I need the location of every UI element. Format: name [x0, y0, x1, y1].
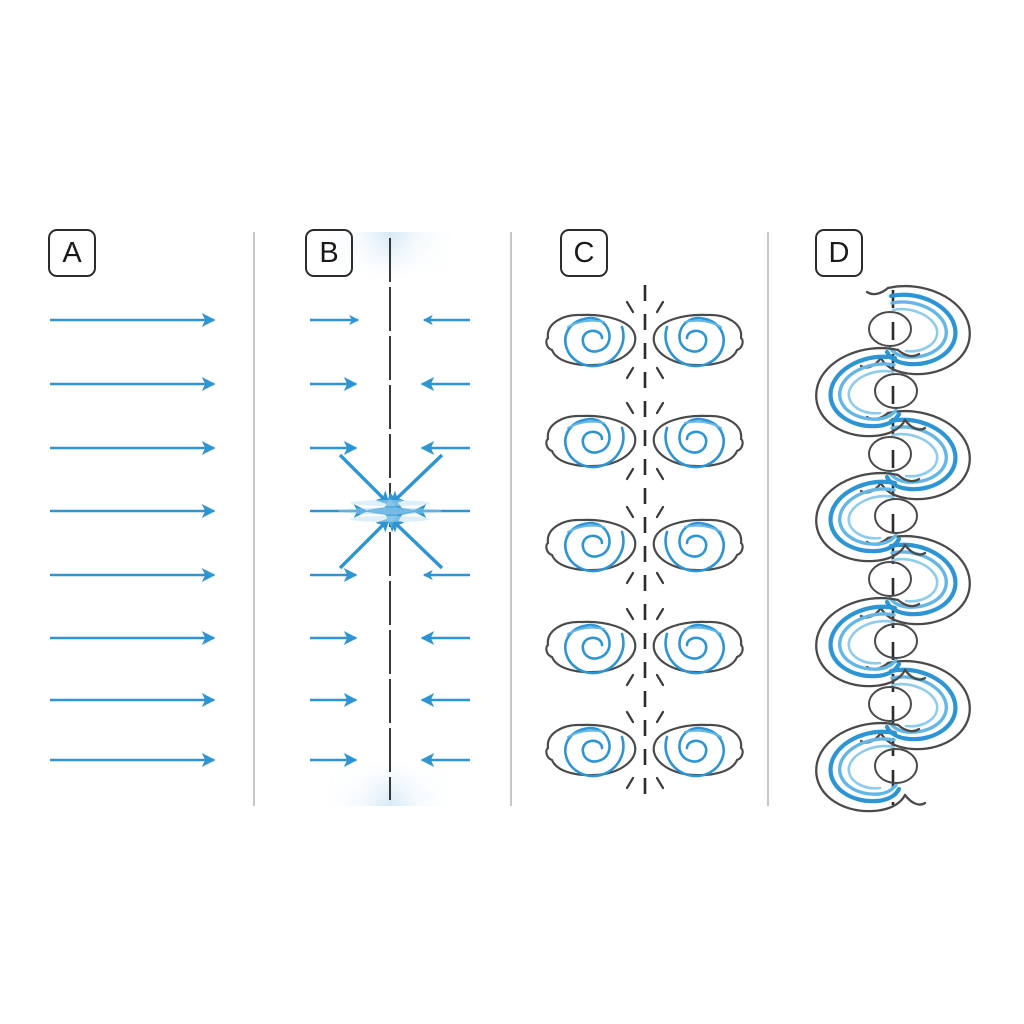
vortex-lobe-right	[859, 659, 971, 751]
vortex-pair-ticks	[625, 505, 665, 585]
panel-dividers	[253, 232, 769, 806]
vortex-pair-row	[545, 300, 744, 380]
panel-label-a-text: A	[62, 236, 82, 269]
panel-label-c-text: C	[573, 236, 595, 269]
vortex-right	[652, 313, 744, 368]
vortex-left	[545, 313, 637, 368]
vortex-pair-ticks	[625, 300, 665, 380]
panel-a-flow-arrows	[50, 313, 216, 767]
vortex-pair-row	[545, 607, 744, 687]
vortex-right	[652, 620, 744, 675]
vortex-left	[545, 518, 637, 573]
converging-limb-right-lower	[389, 517, 444, 570]
vortex-pair-row	[545, 401, 744, 481]
vortex-lobe-left	[815, 471, 927, 563]
vortex-lobe-right	[859, 534, 971, 626]
vortex-right	[652, 414, 744, 469]
vortex-left	[545, 723, 637, 778]
vortex-pair-ticks	[625, 710, 665, 790]
vortex-lobe-left	[815, 596, 927, 688]
panel-label-c: C	[560, 229, 608, 277]
vortex-lobe-left	[815, 346, 927, 438]
panel-label-d-text: D	[828, 236, 850, 269]
vortex-pair-row	[545, 505, 744, 585]
converging-limb-left-lower	[338, 517, 391, 570]
panel-label-a: A	[48, 229, 96, 277]
vortex-left	[545, 620, 637, 675]
panel-b-stagnation-burst	[338, 492, 442, 532]
vortex-pair-row	[545, 710, 744, 790]
vortex-pair-ticks	[625, 607, 665, 687]
panel-b-flow-arrows	[310, 314, 470, 767]
converging-limb-right	[389, 453, 444, 506]
vortex-right	[652, 723, 744, 778]
vortex-lobe-left	[815, 721, 927, 813]
panel-label-d: D	[815, 229, 863, 277]
vortex-lobe-right	[859, 284, 971, 376]
vortex-pair-ticks	[625, 401, 665, 481]
converging-limb-left	[338, 453, 391, 506]
vortex-right	[652, 518, 744, 573]
vortex-left	[545, 414, 637, 469]
